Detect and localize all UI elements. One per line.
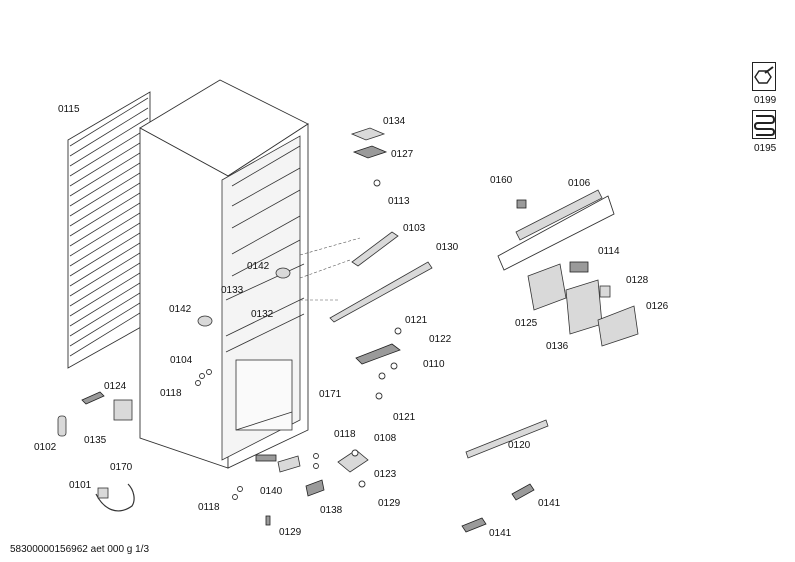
part-label-0134[interactable]: 0134 xyxy=(383,116,406,127)
coil-tube xyxy=(69,297,149,347)
part-label-0129a[interactable]: 0129 xyxy=(279,527,302,538)
part-label-0125[interactable]: 0125 xyxy=(515,318,538,329)
part-label-0171[interactable]: 0171 xyxy=(319,389,342,400)
coil-tube xyxy=(69,217,149,267)
part-label-0132[interactable]: 0132 xyxy=(251,309,274,320)
coil-tube xyxy=(69,227,149,277)
part-label-0160[interactable]: 0160 xyxy=(490,175,513,186)
part-label-0108[interactable]: 0108 xyxy=(374,433,397,444)
part-label-0141b[interactable]: 0141 xyxy=(489,528,512,539)
condenser-coil xyxy=(67,91,151,369)
part-label-0128[interactable]: 0128 xyxy=(626,275,649,286)
coil-tube xyxy=(69,287,149,337)
service-icon-label-0199: 0199 xyxy=(754,95,777,106)
part-label-0104[interactable]: 0104 xyxy=(170,355,193,366)
coil-tube xyxy=(69,117,149,167)
coil-tube xyxy=(69,257,149,307)
coil-tube xyxy=(69,127,149,177)
part-label-0118c[interactable]: 0118 xyxy=(334,429,356,440)
coil-icon xyxy=(752,110,776,139)
coil-tube xyxy=(69,277,149,327)
coil-tube xyxy=(69,187,149,237)
coil-tube xyxy=(69,177,149,227)
wrench-hex-glyph xyxy=(754,66,774,84)
part-label-0121a[interactable]: 0121 xyxy=(405,315,428,326)
part-label-0121b[interactable]: 0121 xyxy=(393,412,416,423)
fridge-cabinet xyxy=(139,79,309,469)
coil-tube xyxy=(69,97,149,147)
part-label-0133[interactable]: 0133 xyxy=(221,285,244,296)
part-label-0129b[interactable]: 0129 xyxy=(378,498,401,509)
coil-tube xyxy=(69,267,149,317)
coil-tube xyxy=(69,107,149,157)
part-label-0141a[interactable]: 0141 xyxy=(538,498,561,509)
part-label-0120[interactable]: 0120 xyxy=(508,440,531,451)
coil-glyph xyxy=(753,115,776,136)
coil-tube xyxy=(69,237,149,287)
coil-tube xyxy=(69,197,149,247)
part-label-0138[interactable]: 0138 xyxy=(320,505,343,516)
part-label-0102[interactable]: 0102 xyxy=(34,442,57,453)
part-label-0124[interactable]: 0124 xyxy=(104,381,127,392)
coil-tube xyxy=(69,137,149,187)
service-icon-label-0195: 0195 xyxy=(754,143,777,154)
coil-tube xyxy=(69,147,149,197)
document-id: 58300000156962 aet 000 g 1/3 xyxy=(10,544,150,555)
coil-tube xyxy=(69,307,149,357)
coil-tube xyxy=(69,167,149,217)
part-label-0140[interactable]: 0140 xyxy=(260,486,283,497)
coil-tube xyxy=(69,157,149,207)
part-label-0170[interactable]: 0170 xyxy=(110,462,133,473)
part-label-0118a[interactable]: 0118 xyxy=(160,388,182,399)
coil-tube xyxy=(69,207,149,257)
part-label-0126[interactable]: 0126 xyxy=(646,301,669,312)
wrench-hex-icon xyxy=(752,62,776,91)
part-label-0142b[interactable]: 0142 xyxy=(169,304,192,315)
part-label-0123[interactable]: 0123 xyxy=(374,469,397,480)
part-label-0106[interactable]: 0106 xyxy=(568,178,591,189)
part-label-0103[interactable]: 0103 xyxy=(403,223,426,234)
part-label-0118b[interactable]: 0118 xyxy=(198,502,220,513)
part-label-0110[interactable]: 0110 xyxy=(423,359,445,370)
coil-tube xyxy=(69,247,149,297)
part-label-0114[interactable]: 0114 xyxy=(598,246,620,257)
part-label-0130[interactable]: 0130 xyxy=(436,242,459,253)
part-label-0135[interactable]: 0135 xyxy=(84,435,107,446)
part-label-0142a[interactable]: 0142 xyxy=(247,261,270,272)
part-label-0122[interactable]: 0122 xyxy=(429,334,452,345)
part-label-0101[interactable]: 0101 xyxy=(69,480,92,491)
part-label-0115[interactable]: 0115 xyxy=(58,104,80,115)
part-label-0127[interactable]: 0127 xyxy=(391,149,414,160)
part-label-0136[interactable]: 0136 xyxy=(546,341,569,352)
part-label-0113[interactable]: 0113 xyxy=(388,196,410,207)
